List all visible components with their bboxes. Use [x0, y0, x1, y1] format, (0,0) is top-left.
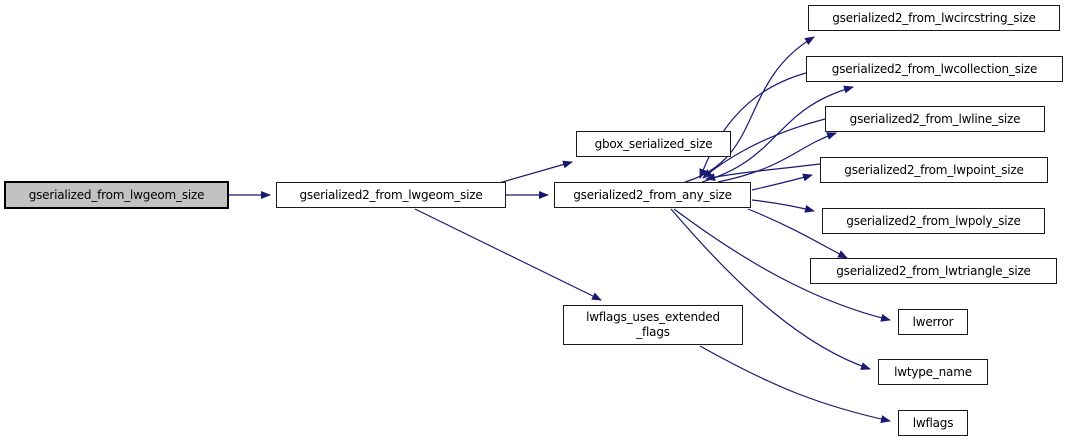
node-gserialized2_from_lwtriangle_size[interactable]: gserialized2_from_lwtriangle_size	[810, 258, 1057, 284]
edge-any-to-circstring	[684, 36, 815, 183]
node-lwflags[interactable]: lwflags	[898, 410, 968, 436]
edge-lwflagsuses-to-lwflags	[699, 345, 891, 423]
edge-any-to-line	[717, 132, 837, 183]
edge-collection-to-any-back	[699, 72, 807, 179]
node-gserialized2_from_any_size[interactable]: gserialized2_from_any_size	[554, 182, 751, 208]
node-gserialized2_from_lwcircstring_size[interactable]: gserialized2_from_lwcircstring_size	[808, 5, 1060, 31]
node-gserialized_from_lwgeom_size: gserialized_from_lwgeom_size	[4, 181, 229, 209]
edge-any-to-point	[751, 173, 813, 191]
edge-g2lwgeom-to-lwflagsuses	[414, 208, 602, 301]
node-lwtype_name[interactable]: lwtype_name	[878, 359, 988, 385]
node-lwflags_uses_extended_flags[interactable]: lwflags_uses_extended _flags	[563, 305, 743, 345]
edge-any-to-lwtypename	[670, 208, 871, 370]
edge-any-to-lwerror	[673, 208, 891, 322]
node-lwerror[interactable]: lwerror	[898, 309, 968, 335]
edge-line-to-any-back	[702, 118, 826, 179]
node-gserialized2_from_lwline_size[interactable]: gserialized2_from_lwline_size	[825, 106, 1045, 132]
edge-any-to-poly	[751, 199, 815, 213]
node-gserialized2_from_lwcollection_size[interactable]: gserialized2_from_lwcollection_size	[806, 56, 1063, 82]
node-gserialized2_from_lwgeom_size[interactable]: gserialized2_from_lwgeom_size	[276, 182, 506, 208]
node-gserialized2_from_lwpoly_size[interactable]: gserialized2_from_lwpoly_size	[822, 208, 1045, 234]
edge-g2lwgeom-to-gbox	[498, 160, 573, 184]
edge-any-to-triangle	[747, 208, 848, 259]
edge-point-to-any-back	[705, 163, 821, 181]
node-gserialized2_from_lwpoint_size[interactable]: gserialized2_from_lwpoint_size	[820, 157, 1048, 183]
node-gbox_serialized_size[interactable]: gbox_serialized_size	[576, 131, 731, 157]
